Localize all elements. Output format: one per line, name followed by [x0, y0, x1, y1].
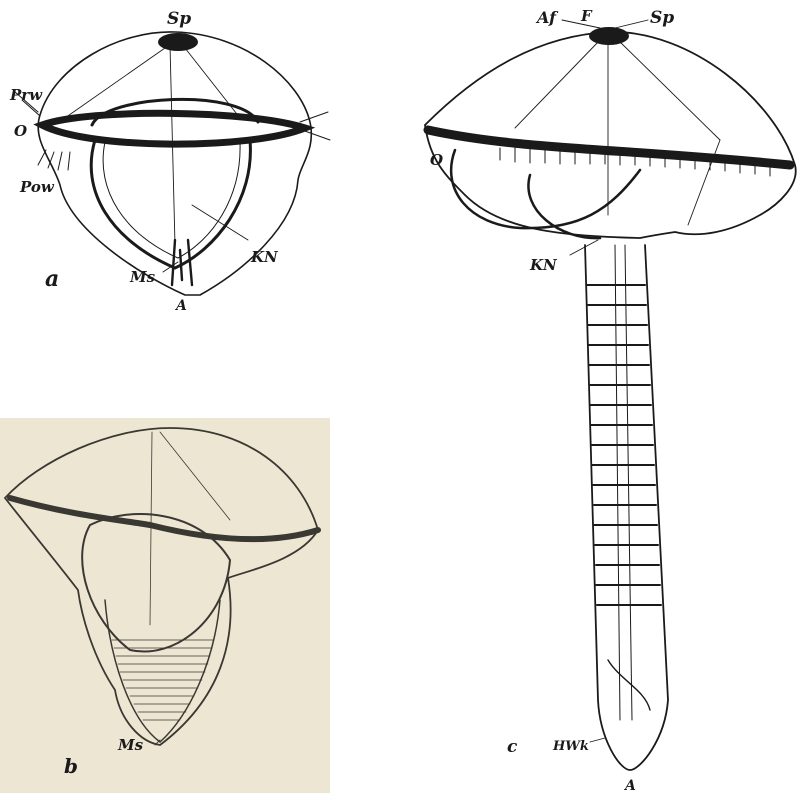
figure-a-label-pow: Pow	[19, 178, 55, 196]
figure-c-label-sp: Sp	[650, 8, 674, 28]
figure-c-label-kn: KN	[529, 256, 558, 274]
figure-c-ciliary-band	[428, 130, 790, 165]
figure-a-mesoderm	[172, 240, 192, 285]
figure-c-kn-leader	[570, 240, 598, 255]
figure-c-sp-leader	[615, 20, 648, 28]
figure-c-label-o: O	[430, 151, 443, 169]
figure-b-label-ms: Ms	[117, 736, 144, 754]
figure-c-label-af: Af	[535, 8, 559, 27]
figure-c-gut-tube	[615, 245, 632, 720]
figure-a-prototroch	[42, 113, 305, 144]
figure-a-muscle-line	[185, 48, 240, 118]
figure-c-muscle-line	[618, 40, 720, 140]
figure-a-panel-letter: a	[45, 266, 59, 292]
figure-a-label-sp: Sp	[167, 9, 191, 29]
figure-a-label-prw: Prw	[9, 86, 43, 104]
figure-c-muscle-line	[515, 40, 600, 128]
figure-a	[15, 32, 330, 295]
figure-c-panel-letter: c	[507, 737, 518, 757]
figure-a-label-o: O	[14, 122, 27, 140]
figure-b-panel-letter: b	[64, 754, 78, 778]
figure-c	[425, 20, 796, 770]
figure-c-label-hwk: HWk	[552, 739, 589, 754]
figure-c-apical-pole	[589, 27, 629, 45]
figure-c-posterior-knot	[608, 660, 650, 710]
figure-a-gut-inner	[103, 142, 240, 258]
figure-c-gut	[451, 150, 640, 228]
figure-c-label-a: A	[623, 778, 636, 794]
figure-a-label-ms: Ms	[129, 268, 156, 286]
figure-c-hwk-leader	[590, 738, 605, 742]
figure-c-label-f: F	[580, 7, 593, 25]
figure-a-label-kn: KN	[250, 248, 279, 266]
figure-a-label-a: A	[174, 298, 187, 314]
